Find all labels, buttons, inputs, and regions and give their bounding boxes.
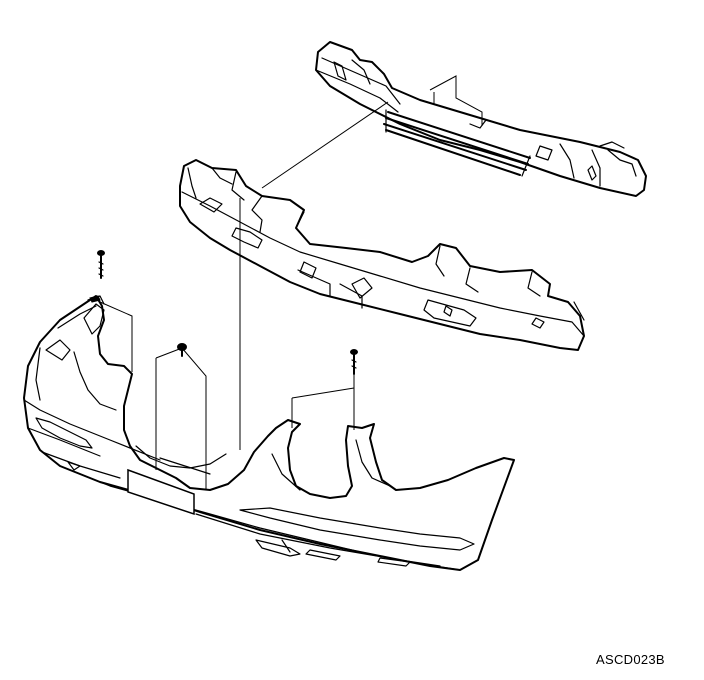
screw-left: [97, 250, 105, 279]
grille-slats: [383, 109, 531, 177]
bumper-fascia: [23, 295, 515, 571]
clip-center: [177, 343, 187, 357]
drawing-code-label: ASCD023B: [596, 652, 665, 667]
bumper-absorber: [179, 159, 585, 351]
bumper-reinforcement: [315, 41, 647, 197]
screw-right: [350, 349, 358, 375]
